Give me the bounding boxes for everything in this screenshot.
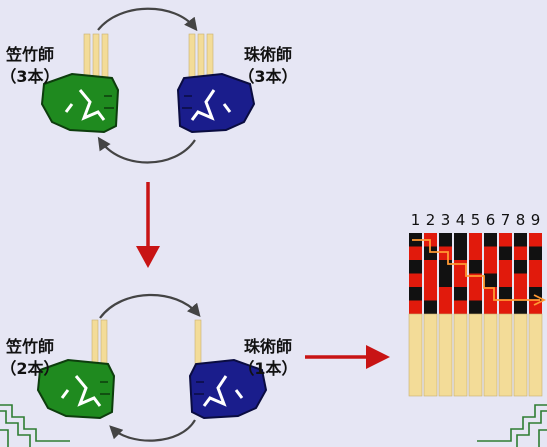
bottom-left-name: 笠竹師: [5, 337, 54, 356]
grid-cell: [439, 273, 452, 287]
grid-cell: [469, 300, 482, 314]
bottom-exchange-arrow-upper: [99, 293, 201, 319]
grid-cell: [499, 246, 512, 260]
grid-cell: [454, 233, 467, 247]
grid-cell: [409, 273, 422, 287]
grid-column-number: 7: [501, 211, 511, 229]
grid-strands: [408, 313, 543, 397]
grid-cell: [484, 287, 497, 301]
grid-cell: [409, 246, 422, 260]
grid-cell: [469, 260, 482, 274]
top-right-label: 珠術師 （3本）: [238, 44, 298, 88]
grid-column-number: 9: [531, 211, 541, 229]
bottom-right-label: 珠術師 （1本）: [238, 336, 298, 380]
grid-cell: [514, 246, 527, 260]
grid-cell: [529, 246, 542, 260]
grid-cell: [439, 260, 452, 274]
grid-cells: [409, 233, 542, 314]
bottom-right-count: （1本）: [238, 359, 298, 378]
bottom-right-fist-icon: [188, 358, 268, 420]
grid-cell: [454, 300, 467, 314]
grid-strand: [468, 313, 483, 397]
grid-cell: [514, 287, 527, 301]
grid-column-number: 3: [441, 211, 451, 229]
grid-cell: [424, 273, 437, 287]
bottom-left-count: （2本）: [0, 359, 60, 378]
grid-column-number: 8: [516, 211, 526, 229]
grid-cell: [454, 273, 467, 287]
grid-strand: [513, 313, 528, 397]
grid-cell: [499, 287, 512, 301]
grid-strand: [423, 313, 438, 397]
grid-cell: [499, 273, 512, 287]
top-left-label: 笠竹師 （3本）: [0, 44, 60, 88]
grid-strand: [483, 313, 498, 397]
grid-cell: [529, 233, 542, 247]
grid-cell: [499, 300, 512, 314]
grid-cell: [469, 233, 482, 247]
grid-cell: [499, 233, 512, 247]
grid-path: [412, 239, 547, 306]
grid-cell: [514, 260, 527, 274]
bottom-left-fist-icon: [36, 358, 116, 420]
grid-cell: [424, 260, 437, 274]
grid-cell: [514, 273, 527, 287]
grid-column-number: 5: [471, 211, 481, 229]
grid-cell: [484, 233, 497, 247]
down-arrow: [136, 182, 160, 268]
corner-ornament-left: [0, 404, 70, 447]
grid-strand: [528, 313, 543, 397]
grid-cell: [439, 287, 452, 301]
grid-strand: [498, 313, 513, 397]
grid-cell: [454, 246, 467, 260]
grid-cell: [439, 233, 452, 247]
right-arrow: [305, 345, 390, 369]
bottom-right-name: 珠術師: [243, 337, 292, 356]
top-right-fist-icon: [176, 72, 256, 134]
grid-cell: [529, 300, 542, 314]
grid-cell: [409, 287, 422, 301]
bottom-exchange-arrow-lower: [109, 419, 196, 442]
top-right-name: 珠術師: [243, 45, 292, 64]
grid-cell: [424, 246, 437, 260]
grid-cell: [439, 246, 452, 260]
grid-cell: [529, 260, 542, 274]
grid-strand: [453, 313, 468, 397]
grid-cell: [514, 233, 527, 247]
grid-cell: [484, 300, 497, 314]
grid-cell: [484, 260, 497, 274]
grid-cell: [514, 300, 527, 314]
grid-cell: [424, 300, 437, 314]
bottom-left-label: 笠竹師 （2本）: [0, 336, 60, 380]
grid-cell: [424, 287, 437, 301]
top-left-name: 笠竹師: [5, 45, 54, 64]
top-exchange-arrow-upper: [97, 7, 198, 32]
grid-strand: [408, 313, 423, 397]
grid-column-number: 1: [411, 211, 421, 229]
grid-cell: [484, 273, 497, 287]
top-right-count: （3本）: [238, 67, 298, 86]
grid-strand: [438, 313, 453, 397]
top-left-count: （3本）: [0, 67, 60, 86]
grid-cell: [439, 300, 452, 314]
grid-cell: [484, 246, 497, 260]
corner-ornament-right: [477, 404, 547, 447]
grid-cell: [469, 287, 482, 301]
grid-column-number: 6: [486, 211, 496, 229]
grid-column-number: 4: [456, 211, 466, 229]
grid-column-number: 2: [426, 211, 436, 229]
grid-cell: [409, 300, 422, 314]
top-left-fist-icon: [40, 72, 120, 134]
grid-cell: [469, 246, 482, 260]
grid-cell: [454, 287, 467, 301]
grid-cell: [454, 260, 467, 274]
top-exchange-arrow-lower: [97, 136, 196, 164]
grid-cell: [499, 260, 512, 274]
grid-cell: [409, 260, 422, 274]
grid-cell: [529, 273, 542, 287]
